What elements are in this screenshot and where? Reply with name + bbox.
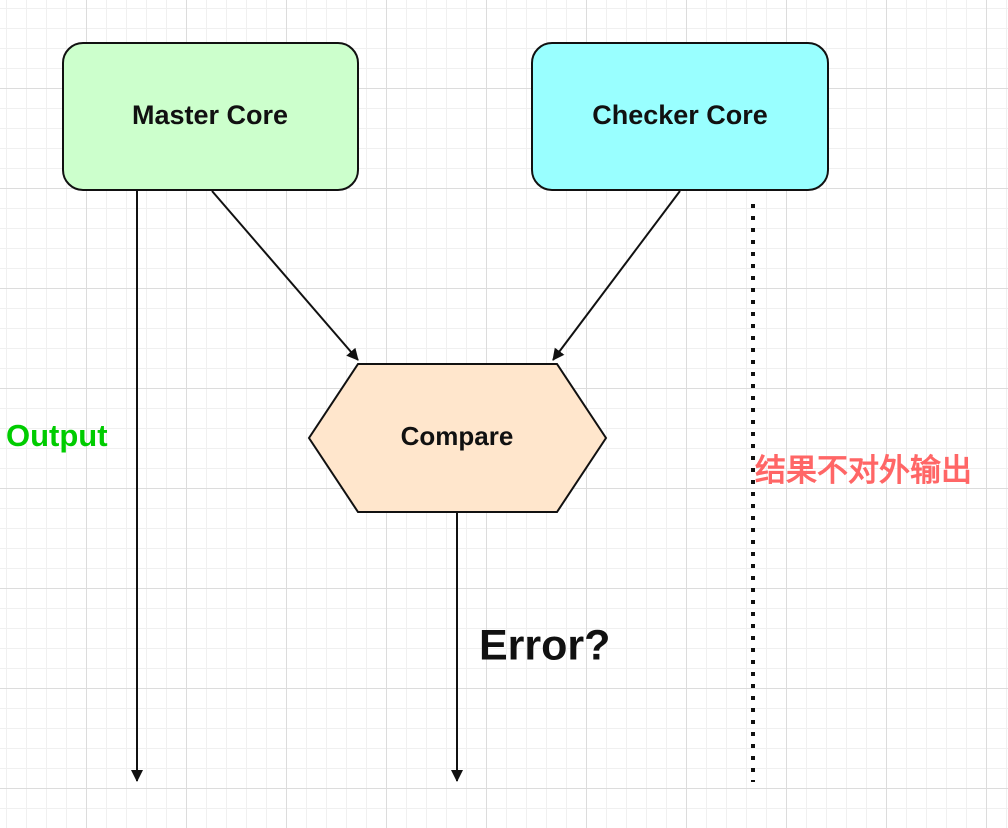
checker-core-box [531, 42, 829, 191]
checker-core-label: Checker Core [592, 100, 768, 130]
compare-node[interactable]: Compare [307, 363, 608, 513]
output-label: Output [6, 418, 108, 453]
edge-checker-to-compare [552, 190, 681, 361]
compare-hexagon [307, 363, 608, 513]
error-label: Error? [479, 621, 610, 669]
checker-core-node[interactable]: Checker Core [531, 42, 829, 191]
compare-label: Compare [401, 421, 514, 451]
edge-master-to-compare [211, 190, 359, 361]
master-core-label: Master Core [132, 100, 288, 130]
master-core-box [62, 42, 359, 191]
no-output-label: 结果不对外输出 [755, 453, 972, 488]
master-core-node[interactable]: Master Core [62, 42, 359, 191]
